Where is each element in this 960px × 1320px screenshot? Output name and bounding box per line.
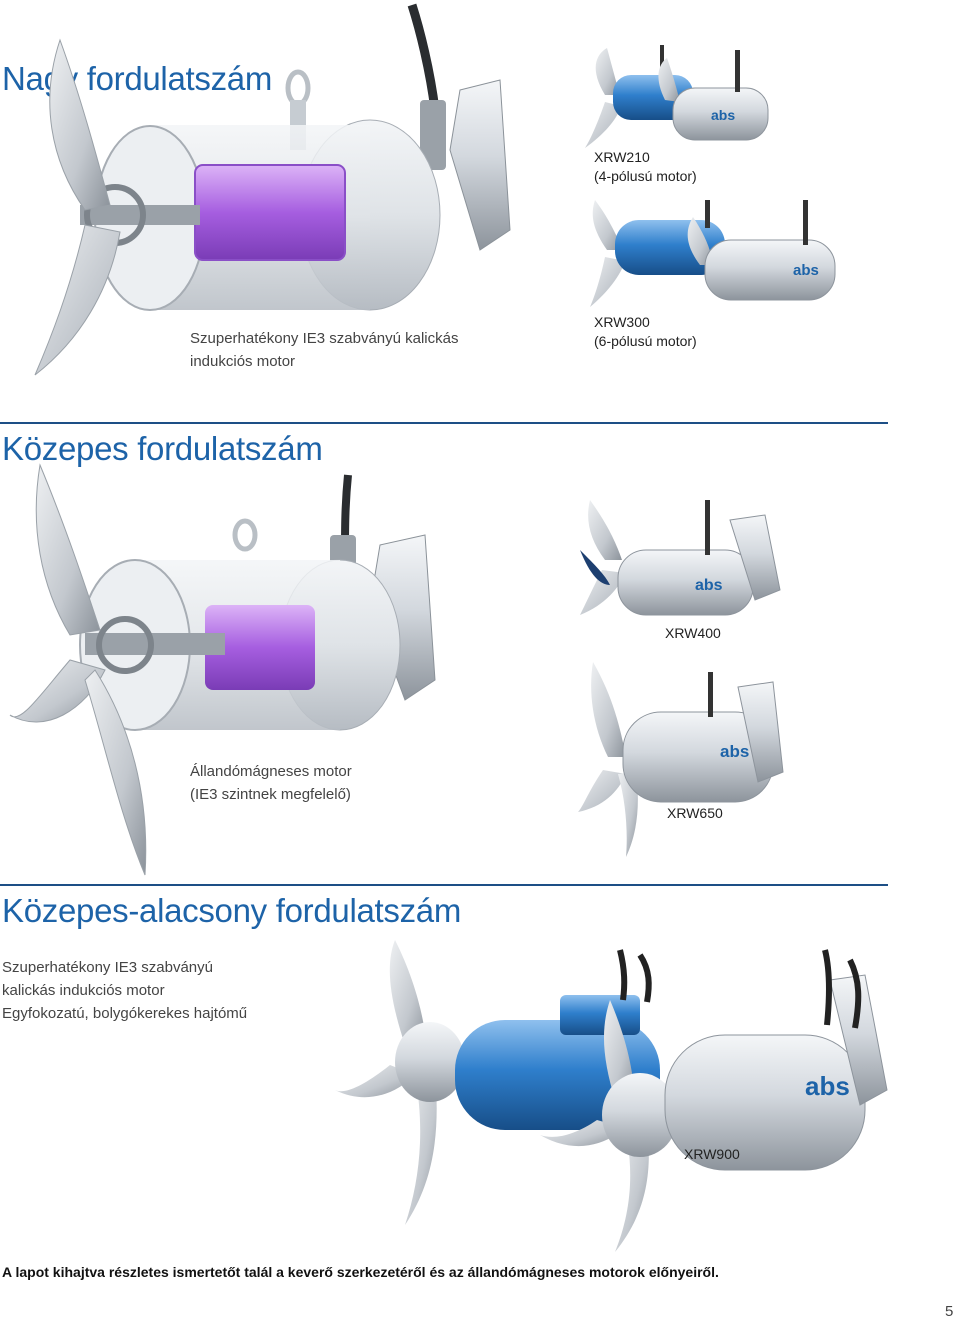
section-title-high: Nagy fordulatszám — [2, 60, 273, 97]
model-label-xrw300: XRW300 (6-pólusú motor) — [594, 313, 697, 351]
motor-caption-line: indukciós motor — [190, 353, 296, 370]
xrw900-mixer-pair-illustration: abs — [335, 940, 888, 1252]
motor-caption-line: Állandómágneses motor — [190, 763, 352, 780]
motor-caption-line: Szuperhatékony IE3 szabványú — [2, 959, 213, 976]
page-number: 5 — [945, 1303, 954, 1320]
model-name: XRW210 — [594, 149, 650, 165]
abs-logo: abs — [695, 577, 723, 594]
motor-caption-line: Szuperhatékony IE3 szabványú kalickás — [190, 330, 459, 347]
cutaway-induction-motor-illustration — [34, 3, 511, 376]
motor-caption-medium: Állandómágneses motor (IE3 szintnek megf… — [190, 760, 450, 806]
model-poles: (6-pólusú motor) — [594, 333, 697, 349]
section-title-medium-low: Közepes-alacsony fordulatszám — [2, 892, 462, 929]
section-title-medium: Közepes fordulatszám — [2, 430, 323, 467]
footnote: A lapot kihajtva részletes ismertetőt ta… — [2, 1264, 719, 1280]
xrw650-mixer-illustration: abs — [578, 662, 784, 857]
section-divider — [0, 422, 888, 424]
motor-caption-line: kalickás indukciós motor — [2, 982, 165, 999]
model-label-xrw650: XRW650 — [667, 805, 723, 821]
section-divider — [0, 884, 888, 886]
model-name: XRW300 — [594, 314, 650, 330]
motor-caption-line: Egyfokozatú, bolygókerekes hajtómű — [2, 1005, 248, 1022]
cutaway-permanent-magnet-motor-illustration — [9, 463, 436, 876]
model-poles: (4-pólusú motor) — [594, 168, 697, 184]
motor-caption-line: (IE3 szintnek megfelelő) — [190, 786, 351, 803]
xrw400-mixer-illustration: abs — [580, 500, 781, 616]
model-label-xrw400: XRW400 — [665, 625, 721, 641]
motor-caption-medium-low: Szuperhatékony IE3 szabványú kalickás in… — [2, 956, 332, 1025]
model-label-xrw210: XRW210 (4-pólusú motor) — [594, 148, 697, 186]
abs-logo: abs — [720, 742, 749, 761]
model-label-xrw900: XRW900 — [684, 1146, 740, 1162]
abs-logo: abs — [711, 107, 735, 123]
xrw210-mixer-pair-illustration: abs — [585, 45, 769, 148]
abs-logo: abs — [793, 262, 819, 279]
abs-logo: abs — [805, 1071, 850, 1101]
xrw300-mixer-pair-illustration: abs — [590, 200, 836, 307]
motor-caption-high: Szuperhatékony IE3 szabványú kalickás in… — [190, 327, 510, 373]
